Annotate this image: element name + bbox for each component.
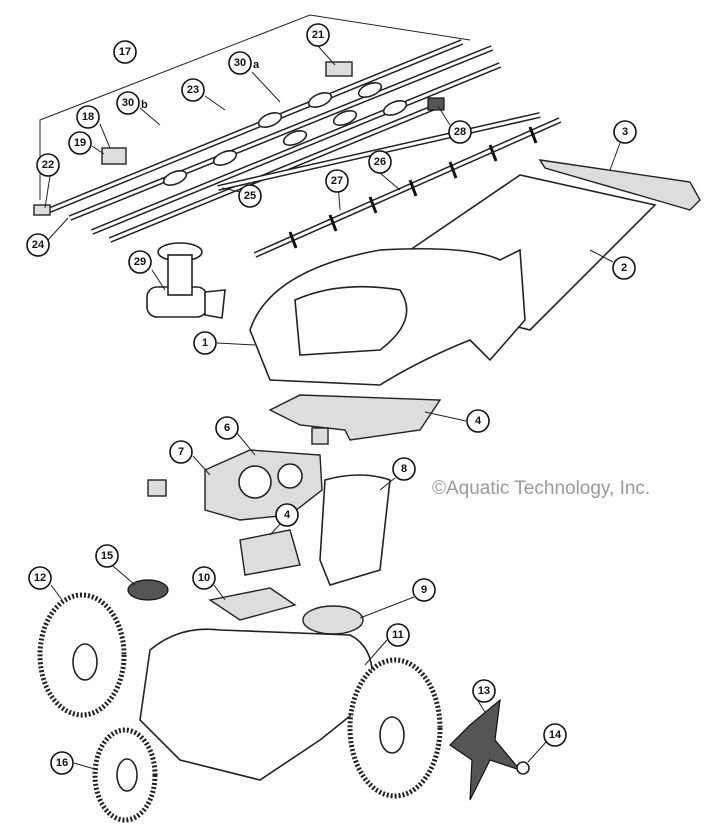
- callout-suffix-b: b: [141, 99, 148, 111]
- svg-text:13: 13: [478, 685, 490, 697]
- svg-text:1: 1: [202, 337, 208, 349]
- swivel-18: [101, 147, 127, 165]
- wheel-16: [92, 727, 158, 823]
- callout-1: 1: [193, 331, 217, 355]
- callout-21: 21: [306, 23, 330, 47]
- svg-text:30: 30: [234, 57, 246, 69]
- svg-text:6: 6: [224, 422, 230, 434]
- float-21: [325, 61, 353, 77]
- svg-text:8: 8: [401, 463, 407, 475]
- wheel-12: [37, 592, 127, 718]
- svg-text:4: 4: [284, 509, 291, 521]
- plate-4: [268, 394, 442, 441]
- callout-29: 29: [128, 250, 152, 274]
- callout-24: 24: [26, 233, 50, 257]
- chassis-11: [139, 628, 374, 781]
- throat-9: [302, 605, 364, 635]
- callout-4b: 4: [275, 503, 299, 527]
- callout-15: 15: [95, 544, 119, 568]
- svg-text:30: 30: [122, 97, 134, 109]
- callout-suffix-a: a: [253, 59, 260, 71]
- svg-text:17: 17: [119, 46, 131, 58]
- svg-text:19: 19: [74, 137, 86, 149]
- bag-collar-3: [538, 159, 701, 211]
- callout-28: 28: [448, 120, 472, 144]
- leader-lines: [44, 45, 621, 771]
- pipe-10: [208, 587, 297, 621]
- turbine-assembly-7: [147, 427, 329, 521]
- callout-22: 22: [36, 153, 60, 177]
- callout-19: 19: [68, 131, 92, 155]
- plate-4b: [239, 529, 301, 576]
- chute-8: [319, 474, 391, 586]
- sweep-hoses: [33, 39, 502, 243]
- svg-text:27: 27: [331, 175, 343, 187]
- callout-11: 11: [386, 623, 410, 647]
- svg-text:14: 14: [549, 729, 562, 741]
- callout-27: 27: [325, 169, 349, 193]
- callout-17: 17: [113, 40, 137, 64]
- callout-23: 23: [181, 78, 205, 102]
- callout-26: 26: [368, 150, 392, 174]
- svg-text:12: 12: [34, 572, 46, 584]
- gear-15: [127, 579, 169, 601]
- callout-16: 16: [50, 751, 74, 775]
- svg-text:26: 26: [374, 156, 386, 168]
- svg-text:3: 3: [622, 126, 628, 138]
- svg-text:15: 15: [101, 550, 113, 562]
- svg-text:2: 2: [621, 262, 627, 274]
- callout-30b: 30: [116, 91, 140, 115]
- callout-18: 18: [76, 105, 100, 129]
- callout-13: 13: [472, 679, 496, 703]
- callout-4: 4: [466, 409, 490, 433]
- svg-text:7: 7: [178, 446, 184, 458]
- callout-2: 2: [612, 256, 636, 280]
- callout-30a: 30: [228, 51, 252, 75]
- svg-text:4: 4: [475, 415, 482, 427]
- svg-text:10: 10: [198, 572, 210, 584]
- svg-text:21: 21: [312, 29, 324, 41]
- o-ring-14: [516, 761, 530, 775]
- callout-6: 6: [215, 416, 239, 440]
- svg-text:29: 29: [134, 256, 146, 268]
- callout-14: 14: [543, 723, 567, 747]
- svg-text:11: 11: [392, 629, 404, 641]
- callout-8: 8: [392, 457, 416, 481]
- callout-7: 7: [169, 440, 193, 464]
- svg-text:24: 24: [32, 239, 45, 251]
- callout-25: 25: [238, 184, 262, 208]
- hose-adapter-29: [146, 242, 226, 319]
- hubcap-13: [449, 698, 522, 801]
- svg-text:18: 18: [82, 111, 94, 123]
- svg-text:25: 25: [244, 190, 256, 202]
- callout-3: 3: [613, 120, 637, 144]
- svg-text:22: 22: [42, 159, 54, 171]
- callout-10: 10: [192, 566, 216, 590]
- svg-text:28: 28: [454, 126, 466, 138]
- wheel-right: [347, 657, 443, 799]
- copyright-watermark: ©Aquatic Technology, Inc.: [432, 478, 651, 499]
- svg-text:16: 16: [56, 757, 68, 769]
- svg-text:9: 9: [421, 584, 427, 596]
- callout-9: 9: [412, 578, 436, 602]
- svg-text:23: 23: [187, 84, 199, 96]
- callout-12: 12: [28, 566, 52, 590]
